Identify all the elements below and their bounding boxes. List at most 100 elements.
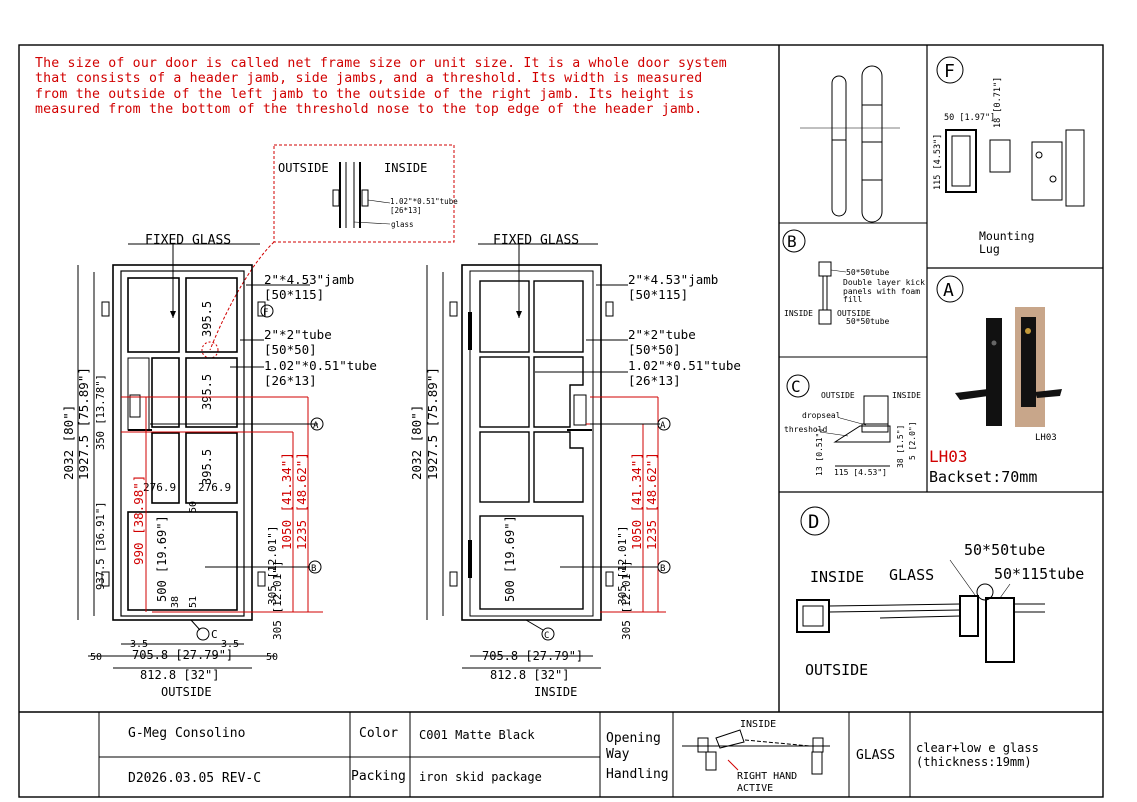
left-d305: 305 [12.01"] [266,526,279,605]
elevation-inside: FIXED GLASS 2032 [80"] 1927.5 [75.89"] 5… [409,233,741,699]
left-small-tube-label: 1.02"*0.51"tube [264,358,377,373]
panel-c-d38: 38 [1.5"] [896,425,905,468]
right-small-tube-mm: [26*13] [628,373,681,388]
left-h-upper: 350 [13.78"] [95,374,107,450]
title-block [98,712,911,797]
panel-d-inside: INSIDE [810,568,864,586]
left-jamb-label: 2"*4.53"jamb [264,272,354,287]
glass-value-2: (thickness:19mm) [916,755,1032,769]
left-d3955-c: 395.5 [200,449,214,485]
opening-label-2: Way [606,747,630,762]
left-d705: 705.8 [27.79"] [132,648,233,662]
left-d50-l: 50 [90,652,102,663]
left-marker-c: C [211,628,218,641]
panel-b-l1: 50*50tube [846,268,890,277]
door-size-note: The size of our door is called net frame… [35,56,727,118]
panel-b-l3: panels with foam [843,287,920,296]
left-d3955-b: 395.5 [200,374,214,410]
panel-b-inside: INSIDE [784,309,813,318]
panel-c-threshold: threshold [784,425,828,434]
left-d38: 38 [170,596,181,608]
panel-c-d13: 13 [0.51"] [815,428,824,476]
right-d500: 500 [19.69"] [503,515,517,602]
right-d705: 705.8 [27.79"] [482,649,583,663]
panel-f: F 50 [1.97"] 18 [0.71"] 115 [4.53"] Moun… [933,56,1085,256]
panel-f-d50: 50 [1.97"] [944,113,995,123]
left-d1050: 1050 [41.34"] [279,452,294,550]
left-d51: 51 [188,596,199,608]
panel-a-backset: Backset:70mm [929,468,1037,486]
packing-label: Packing [351,769,406,784]
panel-c-d5: 5 [2.0"] [908,421,917,460]
left-h-glass: 1927.5 [75.89"] [76,367,91,480]
left-d305b: 305 [12.01"] [271,561,284,640]
left-marker-b: B [311,564,316,574]
left-d500: 500 [19.69"] [155,515,169,602]
panel-a-marker: A [943,280,954,301]
panel-b-l5: 50*50tube [846,317,890,326]
panel-a: A LH03 LH03 Backset:70mm [929,275,1062,486]
panel-d-outside: OUTSIDE [805,661,868,679]
detail-tube-label: 1.02"*0.51"tube [390,197,458,206]
right-tube-label: 2"*2"tube [628,327,696,342]
opening-label-1: Opening [606,731,661,746]
left-d50-r: 50 [266,652,278,663]
tube-detail-inset: OUTSIDE INSIDE 1.02"*0.51"tube [26*13] g… [201,144,458,359]
left-side-label: OUTSIDE [161,685,212,699]
right-d1050: 1050 [41.34"] [629,452,644,550]
left-d35-a: 3.5 [130,639,148,650]
opening-inside: INSIDE [740,719,776,730]
right-tube-mm: [50*50] [628,342,681,357]
panel-c-d115: 115 [4.53"] [834,468,887,477]
right-d1235: 1235 [48.62"] [644,452,659,550]
panel-d-tube2: 50*115tube [994,565,1084,583]
left-tube-mm: [50*50] [264,342,317,357]
packing-value: iron skid package [419,770,542,784]
left-small-tube-mm: [26*13] [264,373,317,388]
left-d3955-a: 395.5 [200,301,214,337]
left-marker-a: A [313,421,319,431]
left-fixed-glass-label: FIXED GLASS [145,233,231,248]
panel-c-inside: INSIDE [892,391,921,400]
left-d2769-b: 276.9 [198,481,231,494]
right-marker-b: B [660,564,665,574]
sheet-frame [18,44,1104,798]
right-d305b: 305 [12.01"] [620,561,633,640]
panel-f-d115: 115 [4.53"] [933,134,943,190]
detail-outside-label: OUTSIDE [278,161,329,175]
panel-hinge [800,65,900,223]
panel-b-marker: B [787,232,797,251]
panel-c-marker: C [791,377,801,396]
customer-name: G-Meg Consolino [128,726,245,741]
panel-d-tube1: 50*50tube [964,541,1045,559]
right-marker-c: C [544,631,549,641]
panel-d-marker: D [808,511,819,533]
left-d1235: 1235 [48.62"] [294,452,309,550]
right-d305: 305 [12.01"] [616,526,629,605]
panel-d: D 50*50tube 50*115tube INSIDE GLASS OUTS… [796,506,1084,679]
left-d50-mid: 50 [188,501,199,513]
panel-c-outside: OUTSIDE [821,391,855,400]
right-fixed-glass-label: FIXED GLASS [493,233,579,248]
panel-b-l2: Double layer kick [843,278,925,287]
left-h-lower: 937.5 [36.91"] [95,501,107,590]
opening-diagram: INSIDE RIGHT HAND ACTIVE [682,719,830,794]
title-block-text: G-Meg Consolino D2026.03.05 REV-C Color … [128,726,1039,786]
panel-f-d18: 18 [0.71"] [993,77,1003,128]
right-h-total: 2032 [80"] [409,405,424,480]
detail-glass-label: glass [391,220,414,229]
right-marker-a: A [660,421,666,431]
opening-hand: RIGHT HAND [737,771,797,782]
panel-b: B 50*50tube Double layer kick panels wit… [782,229,925,326]
elevation-outside: FIXED GLASS 395.5 395.5 395.5 276.9 276.… [61,233,377,699]
color-value: C001 Matte Black [419,728,535,742]
opening-label-3: Handling [606,767,669,782]
panel-c-dropseal: dropseal [802,411,841,420]
drawing-number: D2026.03.05 REV-C [128,771,261,786]
left-d2769-a: 276.9 [143,481,176,494]
detail-tube-mm: [26*13] [390,206,422,215]
right-d812: 812.8 [32"] [490,668,569,682]
right-jamb-label: 2"*4.53"jamb [628,272,718,287]
